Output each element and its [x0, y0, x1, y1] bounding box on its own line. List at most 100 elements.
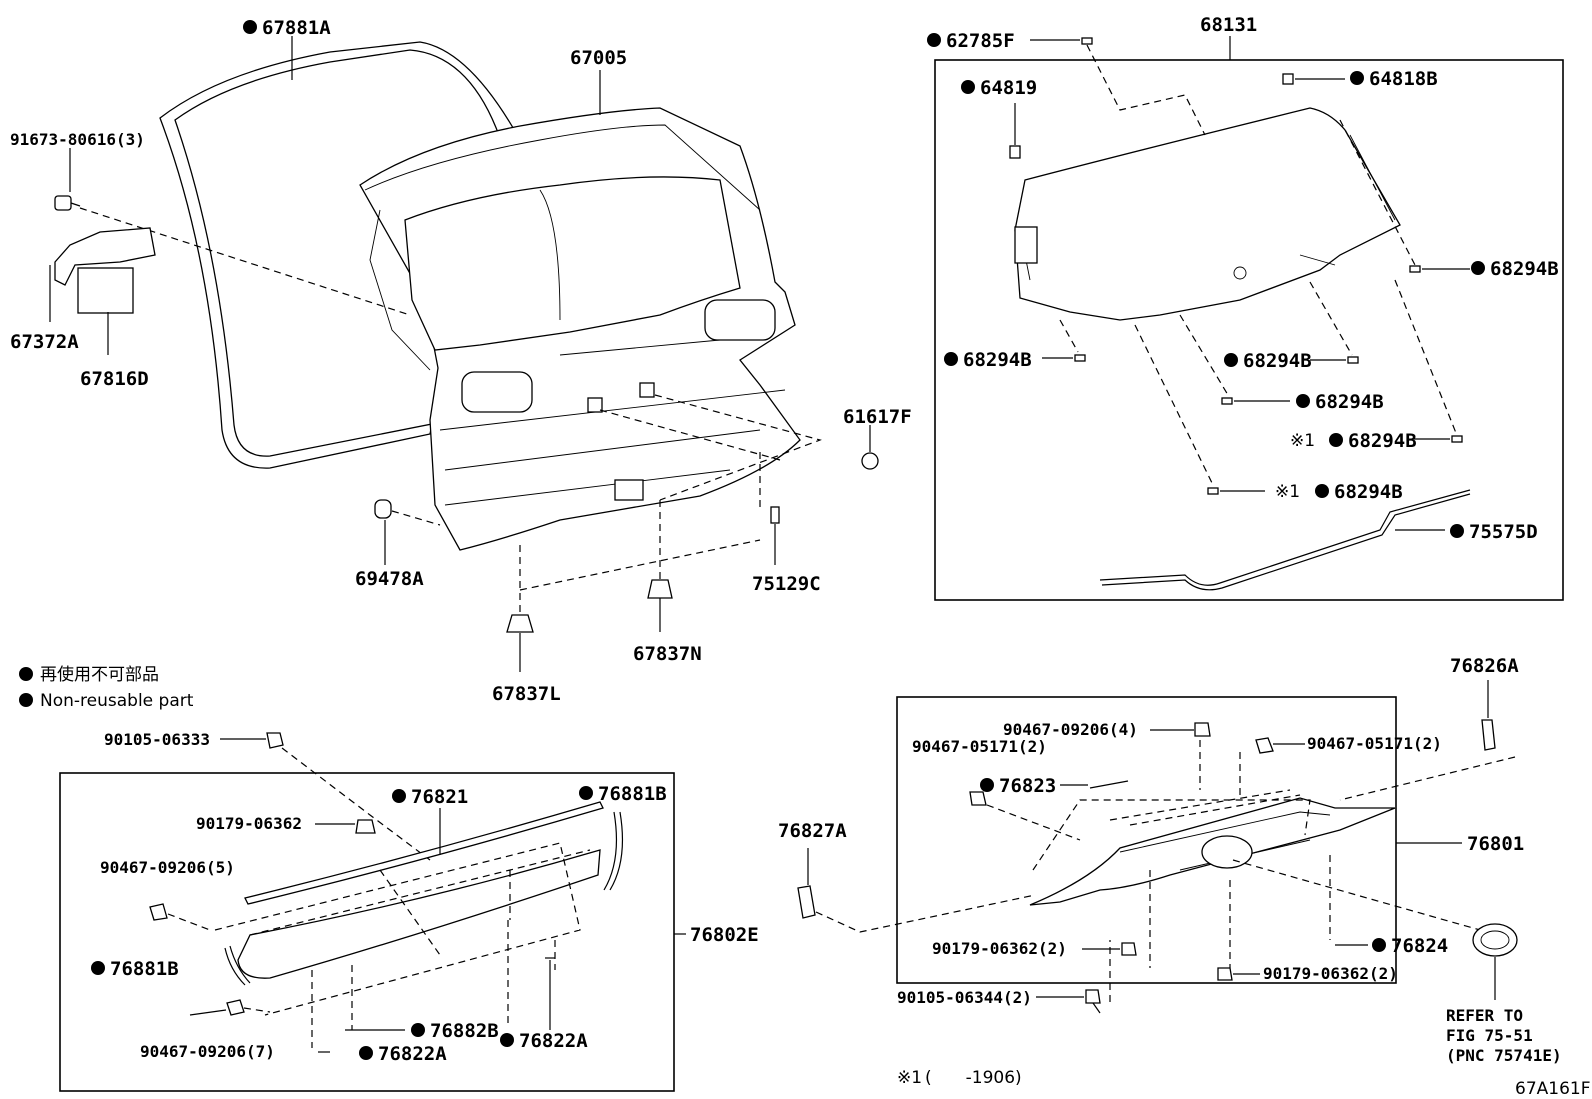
garnish-panel-76802E — [214, 842, 601, 1016]
garnish-group-box — [59, 772, 675, 1092]
screw-90467-09206-4 — [1150, 722, 1211, 737]
clip-90179-06362-2a — [1082, 942, 1137, 956]
label-75129C: 75129C — [752, 573, 821, 595]
clip-67837N — [647, 500, 673, 632]
stopper-69478A — [374, 499, 441, 565]
nonreusable-dot — [392, 789, 406, 803]
label-76881B-b: 76881B — [110, 958, 179, 980]
nonreusable-dot — [243, 20, 257, 34]
nonreusable-dot — [500, 1033, 514, 1047]
label-76801: 76801 — [1467, 833, 1524, 855]
label-68294B-a: 68294B — [1490, 258, 1559, 280]
label-90105-06344: 90105-06344(2) — [897, 988, 1032, 1007]
garnish-76821 — [244, 801, 604, 905]
label-90467-05171-right: 90467-05171(2) — [1307, 734, 1442, 753]
legend-jp: 再使用不可部品 — [40, 664, 159, 685]
nonreusable-dot — [1350, 71, 1364, 85]
label-90179-06362-2a: 90179-06362(2) — [932, 939, 1067, 958]
label-90467-09206-7: 90467-09206(7) — [140, 1042, 275, 1061]
label-90467-05171-left: 90467-05171(2) — [912, 737, 1047, 756]
nonreusable-dot — [579, 786, 593, 800]
label-67372A: 67372A — [10, 331, 79, 353]
label-67816D: 67816D — [80, 368, 149, 390]
refer-line-1: REFER TO — [1446, 1006, 1523, 1025]
emblem-reference — [1472, 923, 1518, 1000]
nonreusable-dot — [1471, 261, 1485, 275]
clip-90467-05171-left — [969, 791, 1081, 841]
label-61617F: 61617F — [843, 406, 912, 428]
label-68294B-d: 68294B — [1315, 391, 1384, 413]
back-door-assembly — [159, 41, 801, 551]
bolt-90105-06333 — [220, 732, 431, 861]
legend-en: Non-reusable part — [40, 691, 194, 711]
nonreusable-dot — [359, 1046, 373, 1060]
label-91673-80616: 91673-80616(3) — [10, 130, 145, 149]
nonreusable-dot — [91, 961, 105, 975]
labels: 67881A 67005 91673-80616(3) 67372A 67816… — [10, 14, 1591, 1099]
door-inner-frame — [364, 124, 761, 371]
glass-clips — [1009, 37, 1470, 495]
nonreusable-dot — [961, 80, 975, 94]
label-75575D: 75575D — [1469, 521, 1538, 543]
bracket-76826A — [1339, 680, 1516, 801]
legend-dot-jp — [19, 667, 33, 681]
label-68294B-f: 68294B — [1334, 481, 1403, 503]
label-62785F: 62785F — [946, 30, 1015, 52]
door-hinge-right — [704, 299, 776, 341]
label-69478A: 69478A — [355, 568, 424, 590]
label-68294B-e: 68294B — [1348, 430, 1417, 452]
label-76827A: 76827A — [778, 820, 847, 842]
label-76824: 76824 — [1391, 935, 1448, 957]
mark-1-b: ※1 — [1275, 482, 1300, 502]
label-67005: 67005 — [570, 47, 627, 69]
label-67837N: 67837N — [633, 643, 702, 665]
clip-90467-05171-right — [1255, 737, 1305, 754]
label-64819: 64819 — [980, 77, 1037, 99]
door-hinge-left — [461, 371, 533, 413]
door-glass-opening — [404, 176, 741, 351]
label-90179-06362-2b: 90179-06362(2) — [1263, 964, 1398, 983]
footnote-mark: ※1 — [897, 1068, 922, 1088]
garnish-76801 — [1029, 797, 1396, 906]
bolt-91673-80616 — [54, 195, 411, 316]
garnish-clips-bottom — [311, 920, 556, 1053]
door-hole-c — [614, 479, 644, 501]
label-76821: 76821 — [411, 786, 468, 808]
clip-90179-06362-2b — [1217, 967, 1260, 981]
seal-76824 — [1232, 859, 1481, 946]
label-76826A: 76826A — [1450, 655, 1519, 677]
refer-line-2: FIG 75-51 — [1446, 1026, 1533, 1045]
door-hole-b — [639, 382, 655, 398]
door-lower-panel — [439, 339, 786, 506]
weatherstrip-67881A — [159, 41, 522, 469]
hinge-67372A — [49, 227, 156, 355]
back-door-glass-68131 — [1014, 107, 1401, 321]
label-76822A-b: 76822A — [519, 1030, 588, 1052]
label-64818B: 64818B — [1369, 68, 1438, 90]
door-hole-a — [587, 397, 603, 413]
label-76802E: 76802E — [690, 924, 759, 946]
glass-marking — [1014, 226, 1038, 264]
nonreusable-dot — [1329, 433, 1343, 447]
moulding-76881B-right — [603, 811, 624, 891]
nonreusable-dot — [411, 1023, 425, 1037]
nonreusable-dot — [927, 33, 941, 47]
footnote-text: ( -1906) — [925, 1068, 1022, 1088]
nonreusable-dot — [1315, 484, 1329, 498]
screw-90467-09206-5 — [149, 903, 211, 931]
nonreusable-dot — [1372, 938, 1386, 952]
seal-76823 — [1060, 780, 1129, 789]
label-68294B-c: 68294B — [1243, 350, 1312, 372]
bolt-90105-06344 — [1036, 940, 1111, 1014]
label-67881A: 67881A — [262, 17, 331, 39]
label-76823: 76823 — [999, 775, 1056, 797]
bracket-76827A — [797, 848, 1036, 933]
label-90467-09206-4: 90467-09206(4) — [1003, 720, 1138, 739]
label-76822A-a: 76822A — [378, 1043, 447, 1065]
label-76882B: 76882B — [430, 1020, 499, 1042]
label-67837L: 67837L — [492, 683, 561, 705]
nonreusable-dot — [1450, 524, 1464, 538]
moulding-76881B-left — [224, 945, 251, 986]
mark-1-a: ※1 — [1290, 431, 1315, 451]
